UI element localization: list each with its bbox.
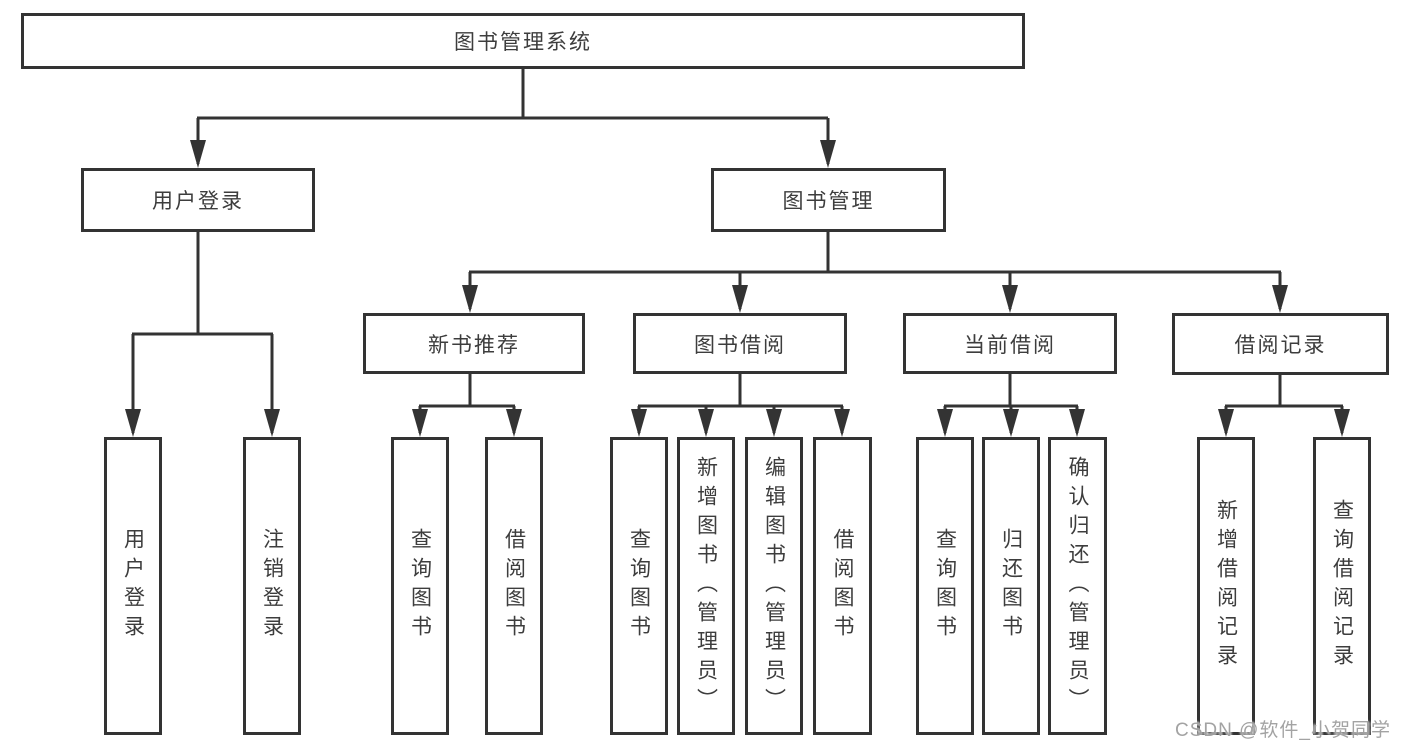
elbow-connectors: [131, 69, 1344, 433]
node-book-management: 图书管理: [711, 168, 946, 232]
csdn-watermark: CSDN @软件_小贺同学: [1175, 720, 1391, 741]
leaf-label: 查询图书: [933, 528, 957, 644]
leaf-logout: 注销登录: [243, 437, 301, 735]
arrowhead: [264, 409, 280, 437]
arrowhead: [1003, 409, 1019, 437]
leaf-label: 查询图书: [627, 528, 651, 644]
arrowhead: [698, 409, 714, 437]
node-label: 图书管理: [782, 190, 875, 213]
leaf-current-confirm-return-admin: 确认归还（管理员）: [1048, 437, 1107, 735]
node-label: 借阅记录: [1234, 334, 1327, 357]
leaf-label: 确认归还（管理员）: [1066, 455, 1089, 717]
connector-userlogin-to-leaves: [131, 232, 274, 433]
arrowhead: [820, 140, 836, 168]
node-root-system: 图书管理系统: [21, 13, 1025, 69]
leaf-newbook-borrow-books: 借阅图书: [485, 437, 543, 735]
leaf-records-query-record: 查询借阅记录: [1313, 437, 1371, 735]
leaf-label: 注销登录: [260, 528, 284, 644]
node-borrow-records: 借阅记录: [1172, 313, 1389, 375]
leaf-borrow-add-books-admin: 新增图书（管理员）: [677, 437, 735, 735]
node-user-login: 用户登录: [81, 168, 315, 232]
arrowhead: [125, 409, 141, 437]
leaf-current-query-books: 查询图书: [916, 437, 974, 735]
leaf-label: 新增图书（管理员）: [694, 455, 718, 717]
leaf-label: 查询图书: [408, 528, 432, 644]
arrowhead: [1218, 409, 1234, 437]
leaf-label: 归还图书: [999, 528, 1023, 644]
arrowhead: [834, 409, 850, 437]
node-label: 图书管理系统: [454, 31, 592, 54]
arrowhead: [462, 285, 478, 313]
leaf-borrow-query-books: 查询图书: [610, 437, 668, 735]
node-label: 用户登录: [152, 190, 244, 213]
leaf-label: 借阅图书: [502, 528, 526, 644]
connector-borrow-to-leaves: [637, 374, 844, 433]
leaf-newbook-query-books: 查询图书: [391, 437, 449, 735]
arrowhead: [506, 409, 522, 437]
arrowheads: [125, 140, 1350, 437]
arrowhead: [1334, 409, 1350, 437]
connector-bookmgmt-to-level3: [468, 232, 1282, 309]
node-current-borrow: 当前借阅: [903, 313, 1117, 374]
node-book-borrow: 图书借阅: [633, 313, 847, 374]
arrowhead: [766, 409, 782, 437]
connector-records-to-leaves: [1224, 374, 1344, 433]
leaf-user-login: 用户登录: [104, 437, 162, 735]
arrowhead: [1069, 409, 1085, 437]
leaf-current-return-books: 归还图书: [982, 437, 1040, 735]
leaf-borrow-edit-books-admin: 编辑图书（管理员）: [745, 437, 803, 735]
arrowhead: [631, 409, 647, 437]
arrowhead: [732, 285, 748, 313]
leaf-label: 查询借阅记录: [1330, 499, 1354, 673]
arrowhead: [1272, 285, 1288, 313]
connector-root-to-level2: [196, 69, 830, 164]
node-label: 新书推荐: [428, 333, 520, 357]
arrowhead: [190, 140, 206, 168]
node-label: 当前借阅: [964, 333, 1056, 357]
arrowhead: [937, 409, 953, 437]
leaf-label: 用户登录: [121, 528, 145, 644]
leaf-records-add-record: 新增借阅记录: [1197, 437, 1255, 735]
node-new-book-recommend: 新书推荐: [363, 313, 585, 374]
node-label: 图书借阅: [694, 333, 786, 357]
connector-newbook-to-leaves: [418, 374, 516, 433]
leaf-label: 借阅图书: [831, 528, 854, 644]
leaf-borrow-borrow-books: 借阅图书: [813, 437, 872, 735]
leaf-label: 编辑图书（管理员）: [762, 455, 786, 717]
arrowhead: [1002, 285, 1018, 313]
arrowhead: [412, 409, 428, 437]
leaf-label: 新增借阅记录: [1214, 499, 1238, 673]
